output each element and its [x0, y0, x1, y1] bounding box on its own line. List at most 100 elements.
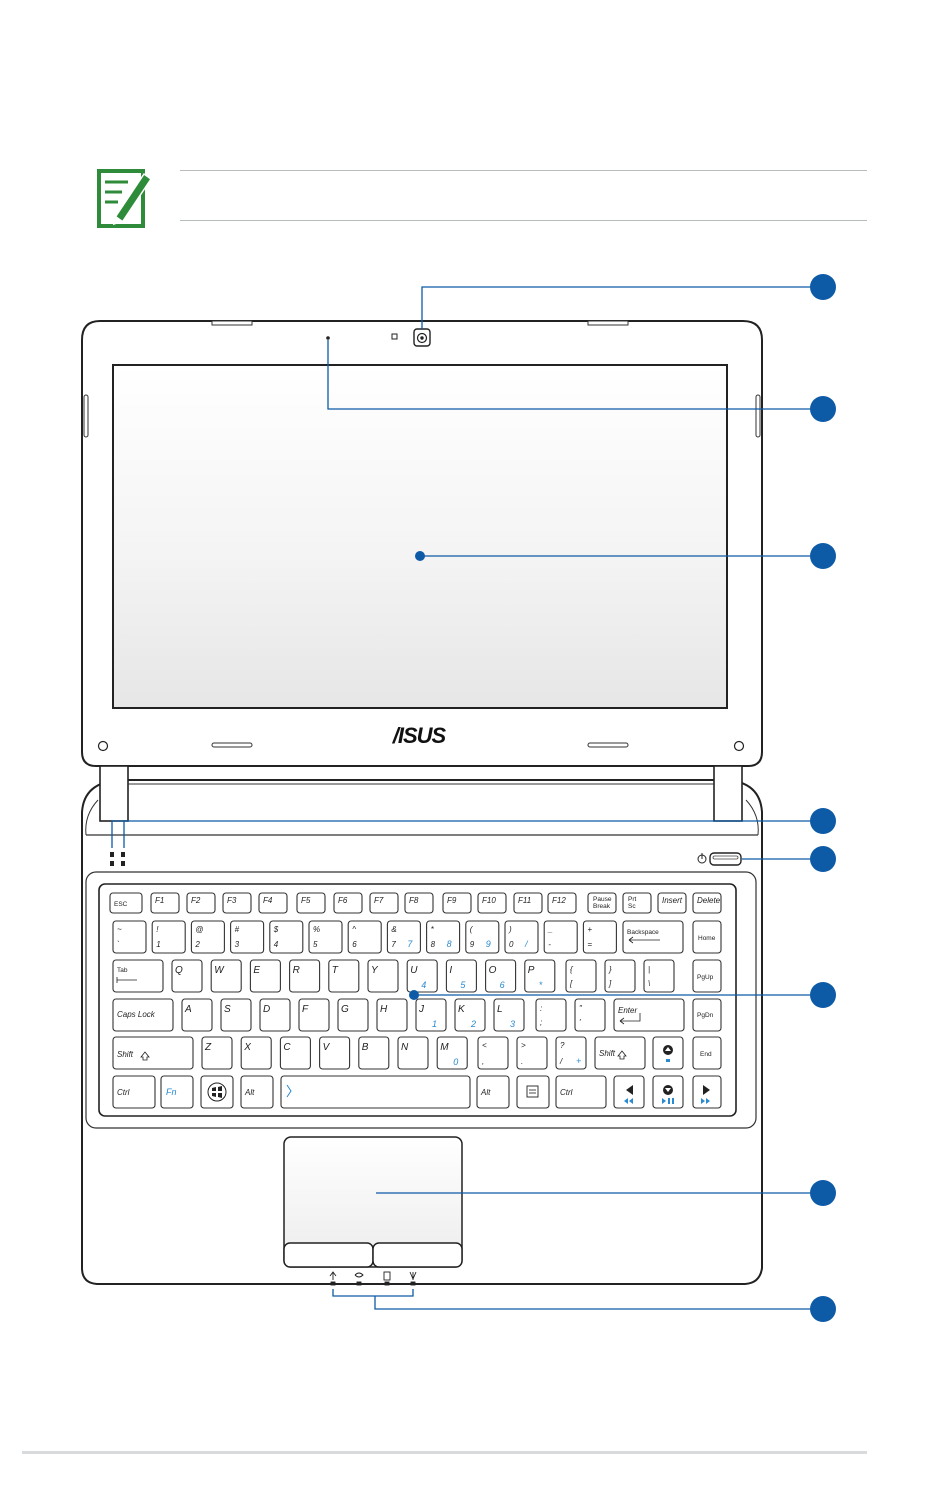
- footer-rule: [22, 1451, 867, 1454]
- key-label: |: [648, 965, 650, 974]
- key-f6: F6: [333, 892, 363, 914]
- key-label: R: [293, 965, 300, 976]
- key-label: Sc: [628, 903, 636, 910]
- key-label: F11: [518, 896, 531, 905]
- key-punct-1: "': [574, 998, 606, 1032]
- key-label: 4: [421, 980, 426, 990]
- key-label: F3: [227, 896, 237, 905]
- key-label: Shift: [117, 1050, 134, 1059]
- key-delete: Delete: [692, 892, 722, 914]
- key-label: 5: [460, 980, 466, 990]
- key-label: =: [587, 940, 592, 949]
- key-f11: F11: [513, 892, 543, 914]
- key-label: @: [195, 925, 203, 934]
- key-f: F: [298, 998, 330, 1032]
- key-z: Z: [201, 1036, 233, 1070]
- key-label: 3: [510, 1019, 515, 1029]
- key-label: +: [576, 1056, 581, 1066]
- key-num-2: @2: [190, 920, 225, 954]
- key-fn: Fn: [160, 1075, 194, 1109]
- key-label: Break: [593, 903, 611, 910]
- key-label: P: [528, 965, 535, 976]
- key-label: ): [508, 925, 512, 934]
- key-label: }: [608, 965, 612, 974]
- key-label: &: [391, 925, 396, 934]
- key-label: Shift: [599, 1049, 616, 1058]
- key-f10: F10: [477, 892, 507, 914]
- key-label: U: [410, 965, 418, 976]
- key-label: F1: [155, 896, 164, 905]
- key-f3: F3: [222, 892, 252, 914]
- key-num-4: $4: [269, 920, 304, 954]
- key-num-0: ~`: [112, 920, 147, 954]
- key-label: #: [235, 925, 240, 934]
- callout-leaders: [111, 286, 810, 1310]
- key-label: :: [540, 1004, 542, 1013]
- key-label: ^: [352, 925, 356, 934]
- key-label: M: [440, 1042, 449, 1053]
- key-x: X: [240, 1036, 272, 1070]
- key-backspace: Backspace: [622, 920, 684, 954]
- key-label: Caps Lock: [117, 1010, 156, 1019]
- key-m: M0: [436, 1036, 468, 1070]
- callout-touchpad: [810, 1180, 836, 1206]
- key-label: J: [418, 1004, 425, 1015]
- key-arrow-left: [613, 1075, 645, 1109]
- key-label: O: [489, 965, 497, 976]
- touchpad-right-button: [372, 1242, 463, 1268]
- key-o: O6: [485, 959, 517, 993]
- key-num-3: #3: [230, 920, 265, 954]
- key-esc: ESC: [109, 892, 143, 914]
- key-pgup: PgUp: [692, 959, 722, 993]
- key-k: K2: [454, 998, 486, 1032]
- key-menu: [516, 1075, 550, 1109]
- key-label: Q: [175, 965, 183, 976]
- key-arrow-down: [652, 1075, 684, 1109]
- key-q: Q: [171, 959, 203, 993]
- key-num-1: !1: [151, 920, 186, 954]
- key-label: ESC: [114, 901, 128, 908]
- note-top-rule: [180, 170, 867, 171]
- key-label: -: [548, 940, 551, 949]
- key-label: F10: [482, 896, 496, 905]
- key-label: D: [263, 1004, 270, 1015]
- microphone-dot: [326, 336, 330, 340]
- key-label: 3: [235, 940, 240, 949]
- key-label: F6: [338, 896, 348, 905]
- key-punct5-2: ?/+: [555, 1036, 587, 1070]
- key-num-6: ^6: [347, 920, 382, 954]
- key-t: T: [328, 959, 360, 993]
- key-label: *: [431, 925, 435, 934]
- key-e: E: [249, 959, 281, 993]
- key-label: ': [579, 1018, 581, 1027]
- key-label: PgDn: [697, 1012, 714, 1019]
- key-arrow-right: [692, 1075, 722, 1109]
- key-right-shift: Shift: [594, 1036, 646, 1070]
- key-bracket-0: {[: [565, 959, 597, 993]
- key-label: {: [570, 965, 574, 974]
- key-label: K: [458, 1004, 466, 1015]
- key-label: S: [224, 1004, 231, 1015]
- key-label: L: [497, 1004, 503, 1015]
- key-r: R: [289, 959, 321, 993]
- key-label: 0: [453, 1057, 458, 1067]
- key-label: [: [569, 979, 573, 988]
- key-label: F8: [409, 896, 419, 905]
- key-arrow-up: [652, 1036, 684, 1070]
- key-bracket-2: |\: [643, 959, 675, 993]
- camera-icon: [413, 328, 431, 347]
- callout-status-indicators: [810, 808, 836, 834]
- key-label: (: [470, 925, 474, 934]
- key-label: E: [253, 965, 260, 976]
- key-label: F2: [191, 896, 201, 905]
- key-label: ;: [540, 1018, 542, 1027]
- power-icon: [697, 853, 707, 864]
- key-label: End: [700, 1051, 712, 1058]
- key-label: Insert: [662, 896, 683, 905]
- front-indicator-icons: [329, 1271, 417, 1286]
